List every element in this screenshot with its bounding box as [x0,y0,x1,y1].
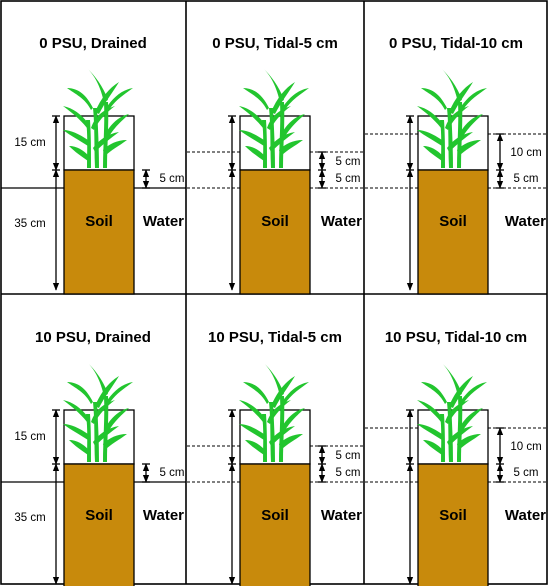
panel-p6: 10 PSU, Tidal-10 cm Soil Water 10 cm 5 cm [365,329,548,586]
panel-title: 0 PSU, Tidal-10 cm [389,35,523,52]
dimension-label-drain: 5 cm [514,467,539,479]
panel-p3: 0 PSU, Tidal-10 cm Soil Water 10 cm 5 cm [365,35,548,295]
dimension-label-flood: 10 cm [510,441,541,453]
panel-title: 0 PSU, Tidal-5 cm [212,35,338,52]
panel-p5: 10 PSU, Tidal-5 cm Soil Water 5 cm 5 cm [187,329,364,586]
dimension-label-upper: 15 cm [14,137,45,149]
panel-p2: 0 PSU, Tidal-5 cm Soil Water 5 cm 5 cm [187,35,364,295]
soil-label: Soil [261,213,289,230]
water-label: Water [143,507,184,524]
water-label: Water [505,507,546,524]
dimension-label-drain: 5 cm [514,173,539,185]
dimension-label-drain: 5 cm [336,173,361,185]
soil-label: Soil [439,507,467,524]
panel-title: 10 PSU, Tidal-5 cm [208,329,342,346]
dimension-label-water: 5 cm [160,173,185,185]
water-label: Water [143,213,184,230]
dimension-label-lower: 35 cm [14,218,45,230]
water-label: Water [505,213,546,230]
water-label: Water [321,213,362,230]
dimension-label-flood: 5 cm [336,156,361,168]
soil-block [417,463,489,586]
dimension-label-water: 5 cm [160,467,185,479]
soil-label: Soil [85,213,113,230]
panel-title: 10 PSU, Drained [35,329,151,346]
soil-label: Soil [85,507,113,524]
dimension-label-flood: 10 cm [510,147,541,159]
soil-block [239,169,311,295]
soil-label: Soil [261,507,289,524]
soil-label: Soil [439,213,467,230]
soil-block [63,463,135,586]
dimension-label-drain: 5 cm [336,467,361,479]
dimension-label-lower: 35 cm [14,512,45,524]
dimension-label-flood: 5 cm [336,450,361,462]
soil-block [417,169,489,295]
panel-title: 10 PSU, Tidal-10 cm [385,329,527,346]
panel-title: 0 PSU, Drained [39,35,147,52]
dimension-label-upper: 15 cm [14,431,45,443]
soil-block [63,169,135,295]
water-label: Water [321,507,362,524]
soil-block [239,463,311,586]
